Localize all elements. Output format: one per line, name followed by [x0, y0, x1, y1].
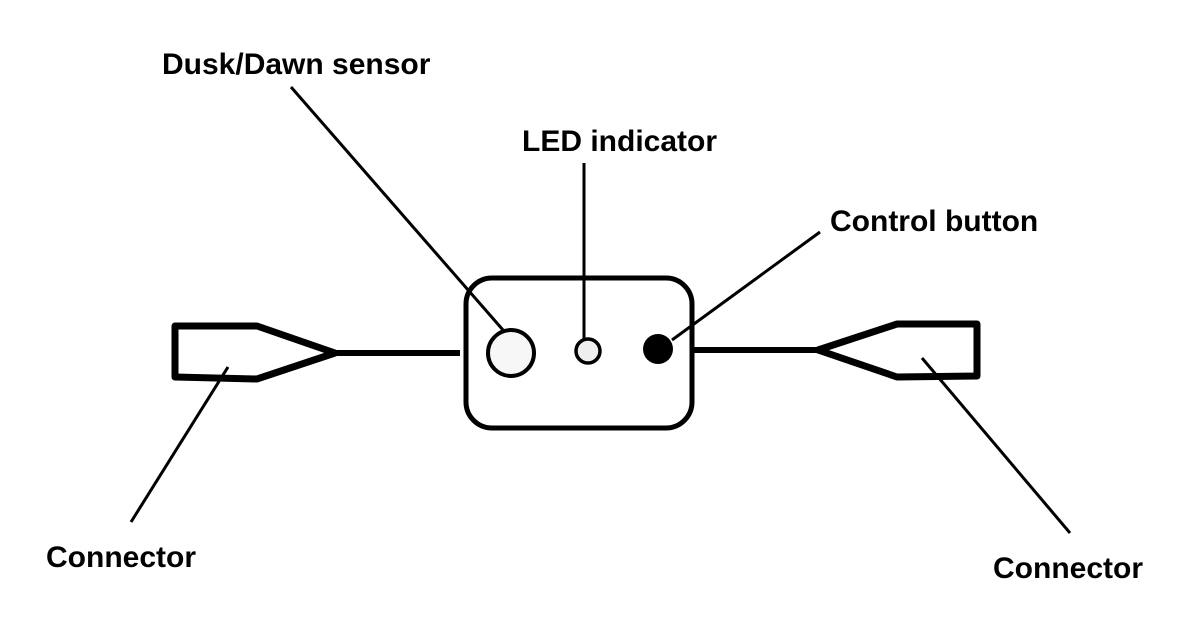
label-control-button: Control button	[830, 205, 1038, 238]
label-connector-left: Connector	[46, 541, 196, 574]
dusk-dawn-sensor	[486, 328, 536, 378]
connector-right-shape	[814, 320, 981, 381]
leader-line-sensor	[289, 86, 505, 331]
leader-line-connector-left	[129, 366, 230, 523]
leader-line-button	[671, 230, 821, 342]
label-connector-right: Connector	[993, 552, 1143, 585]
leader-line-connector-right	[920, 357, 1072, 534]
connector-left-shape	[171, 322, 339, 383]
label-dusk-dawn-sensor: Dusk/Dawn sensor	[162, 48, 431, 81]
control-button[interactable]	[643, 334, 673, 364]
led-indicator	[574, 337, 602, 365]
label-led-indicator: LED indicator	[522, 125, 717, 158]
